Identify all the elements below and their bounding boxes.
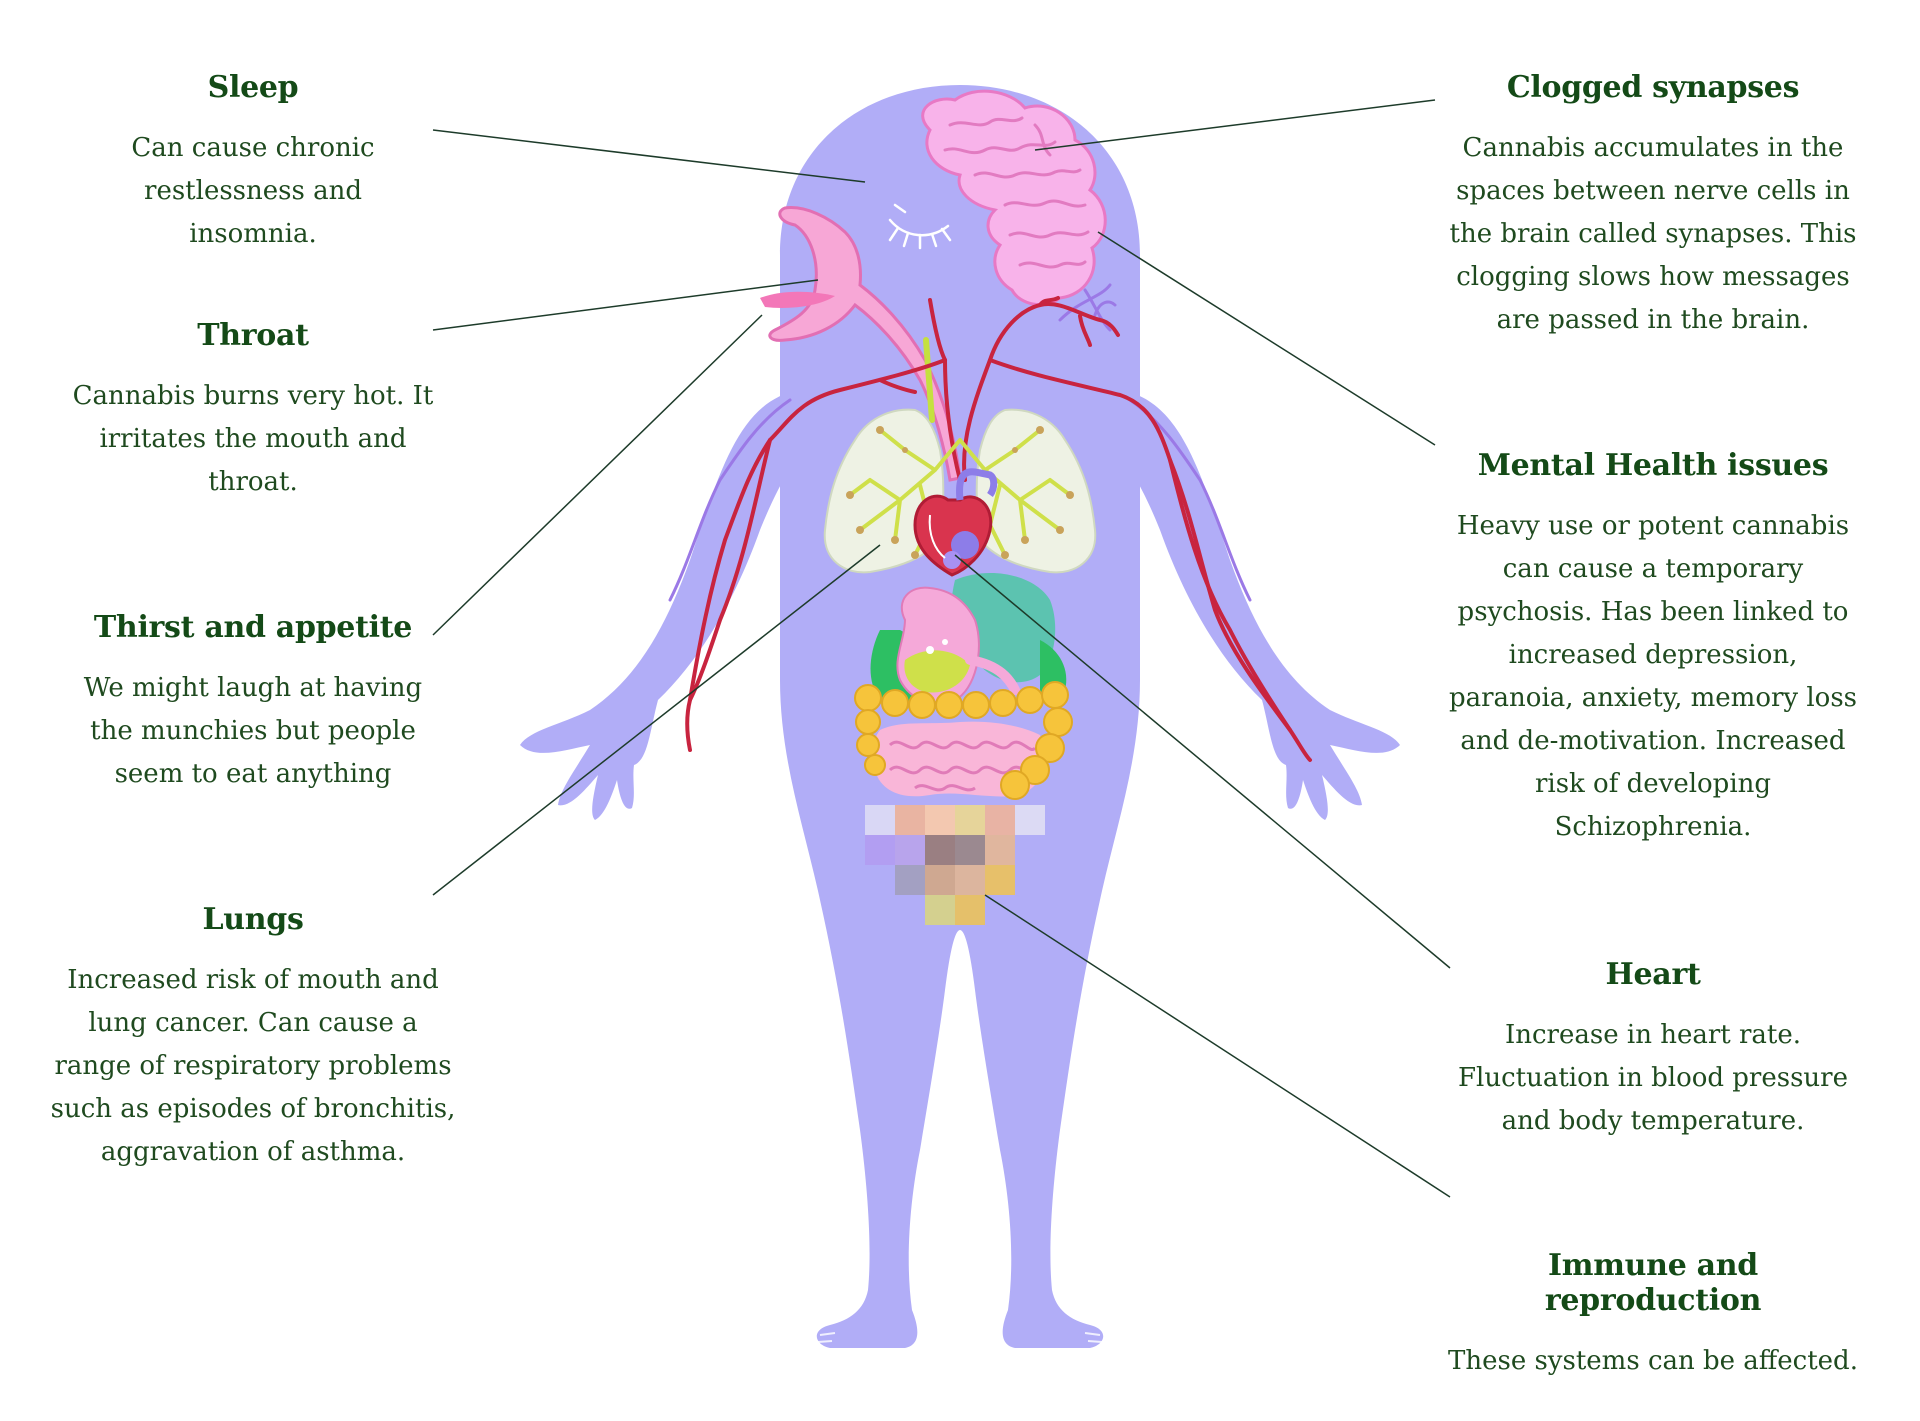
abdominal-organs — [854, 572, 1073, 800]
callout-synapses: Clogged synapses Cannabis accumulates in… — [1438, 70, 1868, 342]
brain — [921, 89, 1107, 307]
callout-mental: Mental Health issues Heavy use or potent… — [1438, 448, 1868, 849]
callout-title: Heart — [1605, 957, 1701, 992]
lungs — [823, 408, 1097, 574]
closed-eye-icon — [888, 203, 952, 250]
callout-text: Cannabis burns very hot. It irritates th… — [72, 381, 434, 497]
leader-line-synapses — [1034, 99, 1436, 151]
leader-line-heart — [954, 554, 1451, 969]
callout-text: Can cause chronic restlessness and insom… — [131, 133, 375, 249]
leader-line-immune — [984, 894, 1451, 1198]
callout-title: Sleep — [207, 70, 299, 105]
body-silhouette — [520, 85, 1400, 1348]
callout-thirst: Thirst and appetite We might laugh at ha… — [38, 610, 468, 796]
callout-text: We might laugh at having the munchies bu… — [83, 673, 423, 789]
callout-title: Lungs — [202, 902, 304, 937]
callout-heart: Heart Increase in heart rate. Fluctuatio… — [1438, 957, 1868, 1143]
arteries — [685, 296, 1312, 762]
leader-line-thirst — [432, 314, 763, 636]
callout-text: Increased risk of mouth and lung cancer.… — [50, 965, 456, 1167]
callout-text: Heavy use or potent cannabis can cause a… — [1448, 511, 1858, 842]
leader-lines — [432, 99, 1451, 1198]
callout-sleep: Sleep Can cause chronic restlessness and… — [38, 70, 468, 256]
pixelated-censor — [865, 805, 1045, 925]
leader-line-lungs — [432, 544, 881, 896]
callout-title: Clogged synapses — [1506, 70, 1800, 105]
leader-line-sleep — [432, 129, 866, 183]
callout-throat: Throat Cannabis burns very hot. It irrit… — [38, 318, 468, 504]
callout-lungs: Lungs Increased risk of mouth and lung c… — [38, 902, 468, 1174]
callout-text: Cannabis accumulates in the spaces betwe… — [1449, 133, 1857, 335]
callout-title: Mental Health issues — [1477, 448, 1829, 483]
callout-title: Immune and reproduction — [1544, 1248, 1762, 1318]
heart — [913, 468, 998, 577]
toe-lines — [817, 1332, 1103, 1343]
callout-title: Throat — [197, 318, 309, 353]
callout-title: Thirst and appetite — [93, 610, 413, 645]
leader-line-mental — [1097, 231, 1436, 446]
callout-immune: Immune and reproduction These systems ca… — [1438, 1248, 1868, 1383]
callout-text: These systems can be affected. — [1448, 1346, 1858, 1376]
callout-text: Increase in heart rate. Fluctuation in b… — [1458, 1020, 1848, 1136]
leader-line-throat — [432, 279, 819, 331]
